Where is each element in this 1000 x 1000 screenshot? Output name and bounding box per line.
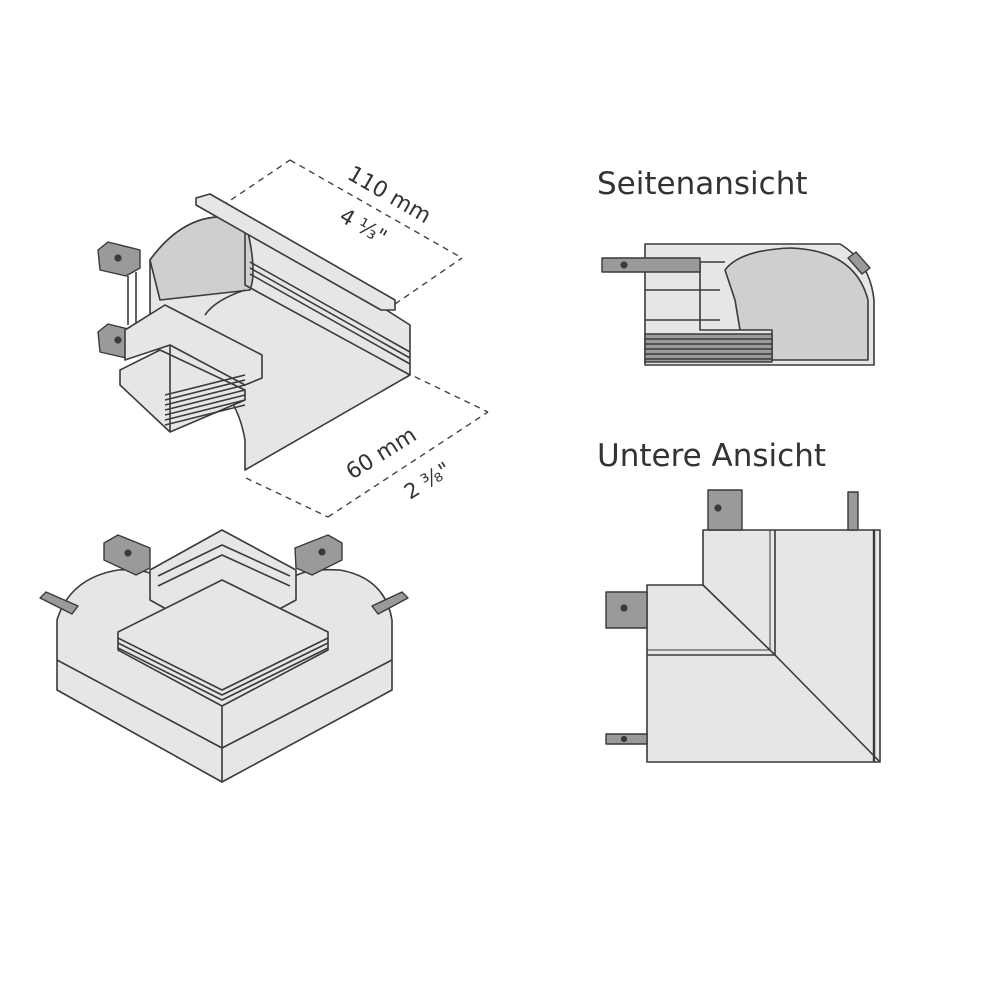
side-view-lamellae — [644, 333, 773, 363]
dimension-line-length — [221, 159, 463, 305]
dimension-width-mm: 60 mm — [342, 423, 421, 485]
side-view-dome — [724, 247, 869, 361]
side-pin-right — [371, 591, 409, 615]
top-rail — [195, 193, 396, 311]
side-view-clip — [601, 257, 701, 273]
channel-insert — [124, 304, 263, 386]
dimension-line-width — [245, 371, 489, 518]
dimension-width-in: 2 ⅜" — [400, 457, 455, 504]
isometric-corner-view — [39, 529, 409, 783]
bottom-view: Untere Ansicht — [597, 438, 881, 763]
bottom-view-pin-top-right — [847, 491, 859, 531]
side-pin-left — [39, 591, 79, 615]
dimension-length-in: 4 ⅓" — [336, 204, 391, 250]
side-view-title: Seitenansicht — [597, 166, 808, 202]
bottom-view-title: Untere Ansicht — [597, 438, 826, 474]
side-view-end-pin — [847, 251, 871, 275]
bottom-view-tab-top — [707, 489, 743, 531]
corner-clip-right — [294, 534, 343, 576]
isometric-top-view: 110 mm 4 ⅓" 60 mm 2 ⅜" — [97, 159, 489, 518]
side-view: Seitenansicht — [597, 166, 875, 366]
